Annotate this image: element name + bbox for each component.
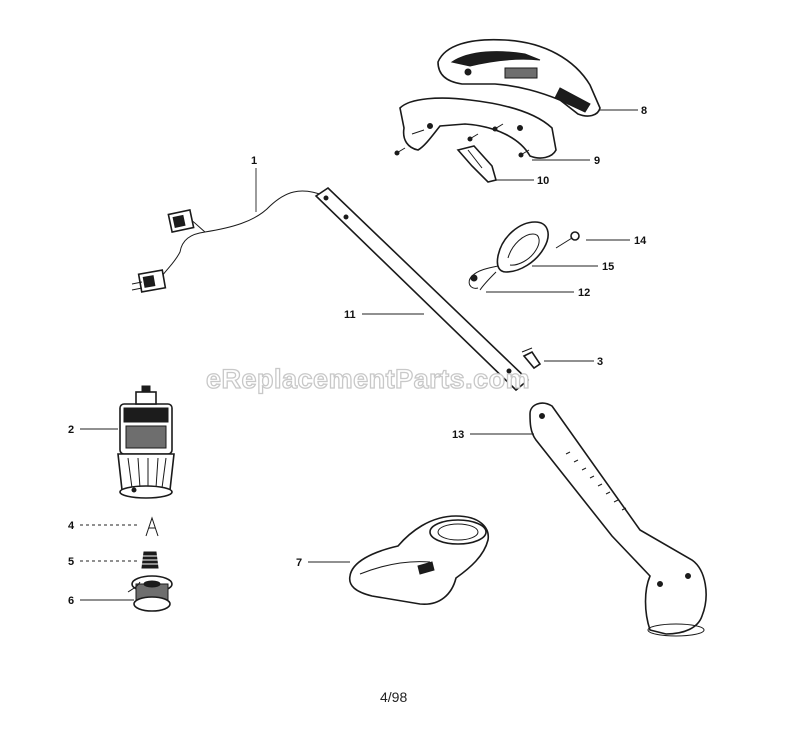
callout-12: 12 bbox=[578, 287, 590, 299]
callout-5: 5 bbox=[68, 556, 74, 568]
callout-7: 7 bbox=[296, 557, 302, 569]
part-5-spring[interactable] bbox=[141, 551, 159, 569]
callout-2: 2 bbox=[68, 424, 74, 436]
part-8-upper-housing[interactable] bbox=[437, 38, 601, 117]
callout-4: 4 bbox=[68, 520, 75, 532]
part-3-screw[interactable] bbox=[521, 347, 542, 370]
part-12-cord-hook[interactable] bbox=[468, 265, 499, 291]
shaft-vent-slots bbox=[565, 451, 627, 511]
part-11-upper-shaft[interactable] bbox=[314, 186, 530, 392]
callout-8: 8 bbox=[641, 105, 647, 117]
part-10-trigger[interactable] bbox=[456, 145, 497, 183]
callout-9: 9 bbox=[594, 155, 600, 167]
callout-1: 1 bbox=[251, 155, 257, 167]
part-6-spool[interactable] bbox=[127, 575, 173, 612]
callout-14: 14 bbox=[634, 235, 647, 247]
callout-labels: 1 2 3 4 5 6 7 8 9 10 11 12 13 14 15 bbox=[68, 105, 647, 607]
leader-lines bbox=[80, 109, 638, 601]
part-7-guard[interactable] bbox=[348, 515, 489, 605]
callout-10: 10 bbox=[537, 175, 549, 187]
callout-13: 13 bbox=[452, 429, 464, 441]
callout-15: 15 bbox=[602, 261, 614, 273]
part-14-screw[interactable] bbox=[555, 231, 580, 249]
part-4-clip[interactable] bbox=[145, 516, 159, 537]
callout-6: 6 bbox=[68, 595, 74, 607]
diagram-code: 4/98 bbox=[380, 689, 407, 705]
part-9-lower-housing[interactable] bbox=[399, 97, 557, 159]
part-2-motor[interactable] bbox=[117, 385, 175, 499]
callout-3: 3 bbox=[597, 356, 603, 368]
part-15-cord-retainer[interactable] bbox=[496, 221, 549, 273]
watermark: eReplacementParts.com bbox=[206, 364, 530, 394]
part-13-lower-shaft[interactable] bbox=[529, 402, 707, 637]
housing-screws[interactable] bbox=[394, 123, 530, 158]
part-1-power-cord[interactable] bbox=[131, 190, 326, 293]
callout-11: 11 bbox=[344, 309, 356, 321]
